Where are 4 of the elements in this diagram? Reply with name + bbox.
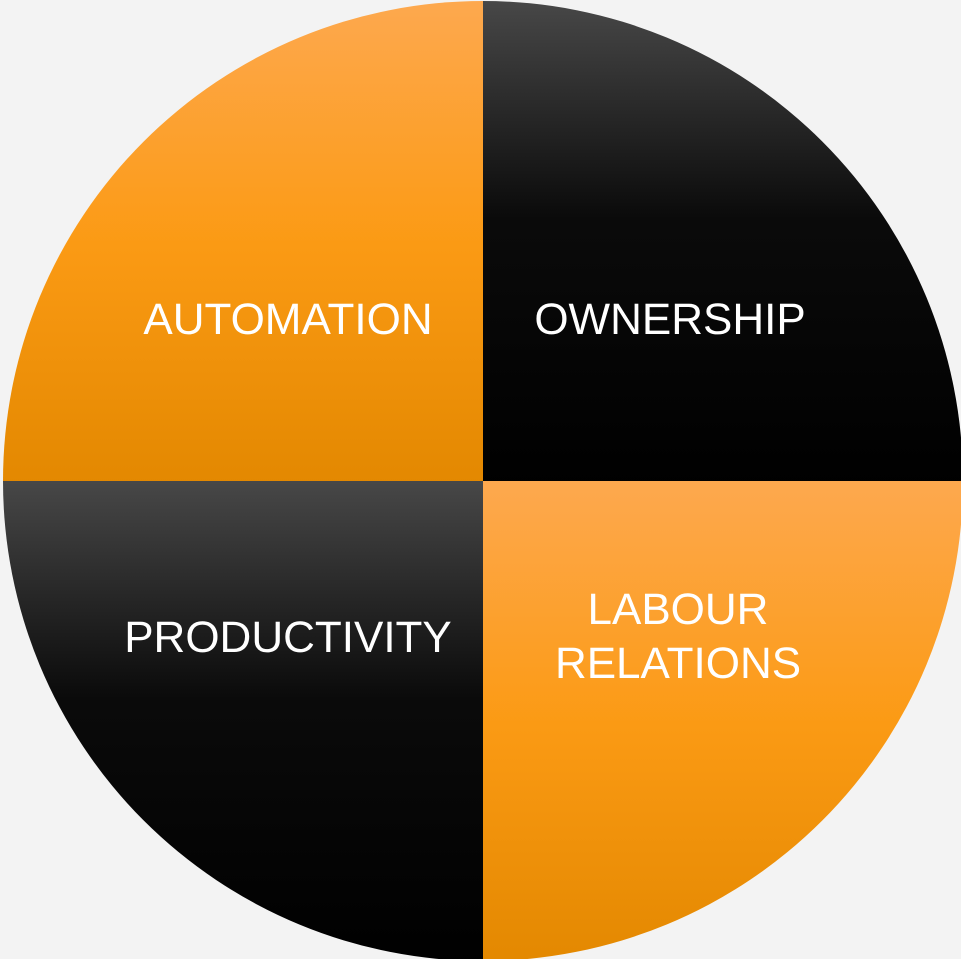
segment-label: PRODUCTIVITY: [123, 612, 453, 664]
segment-label: OWNERSHIP: [533, 294, 807, 346]
segment-label: AUTOMATION: [142, 294, 434, 346]
segment-label: LABOUR RELATIONS: [554, 584, 802, 690]
